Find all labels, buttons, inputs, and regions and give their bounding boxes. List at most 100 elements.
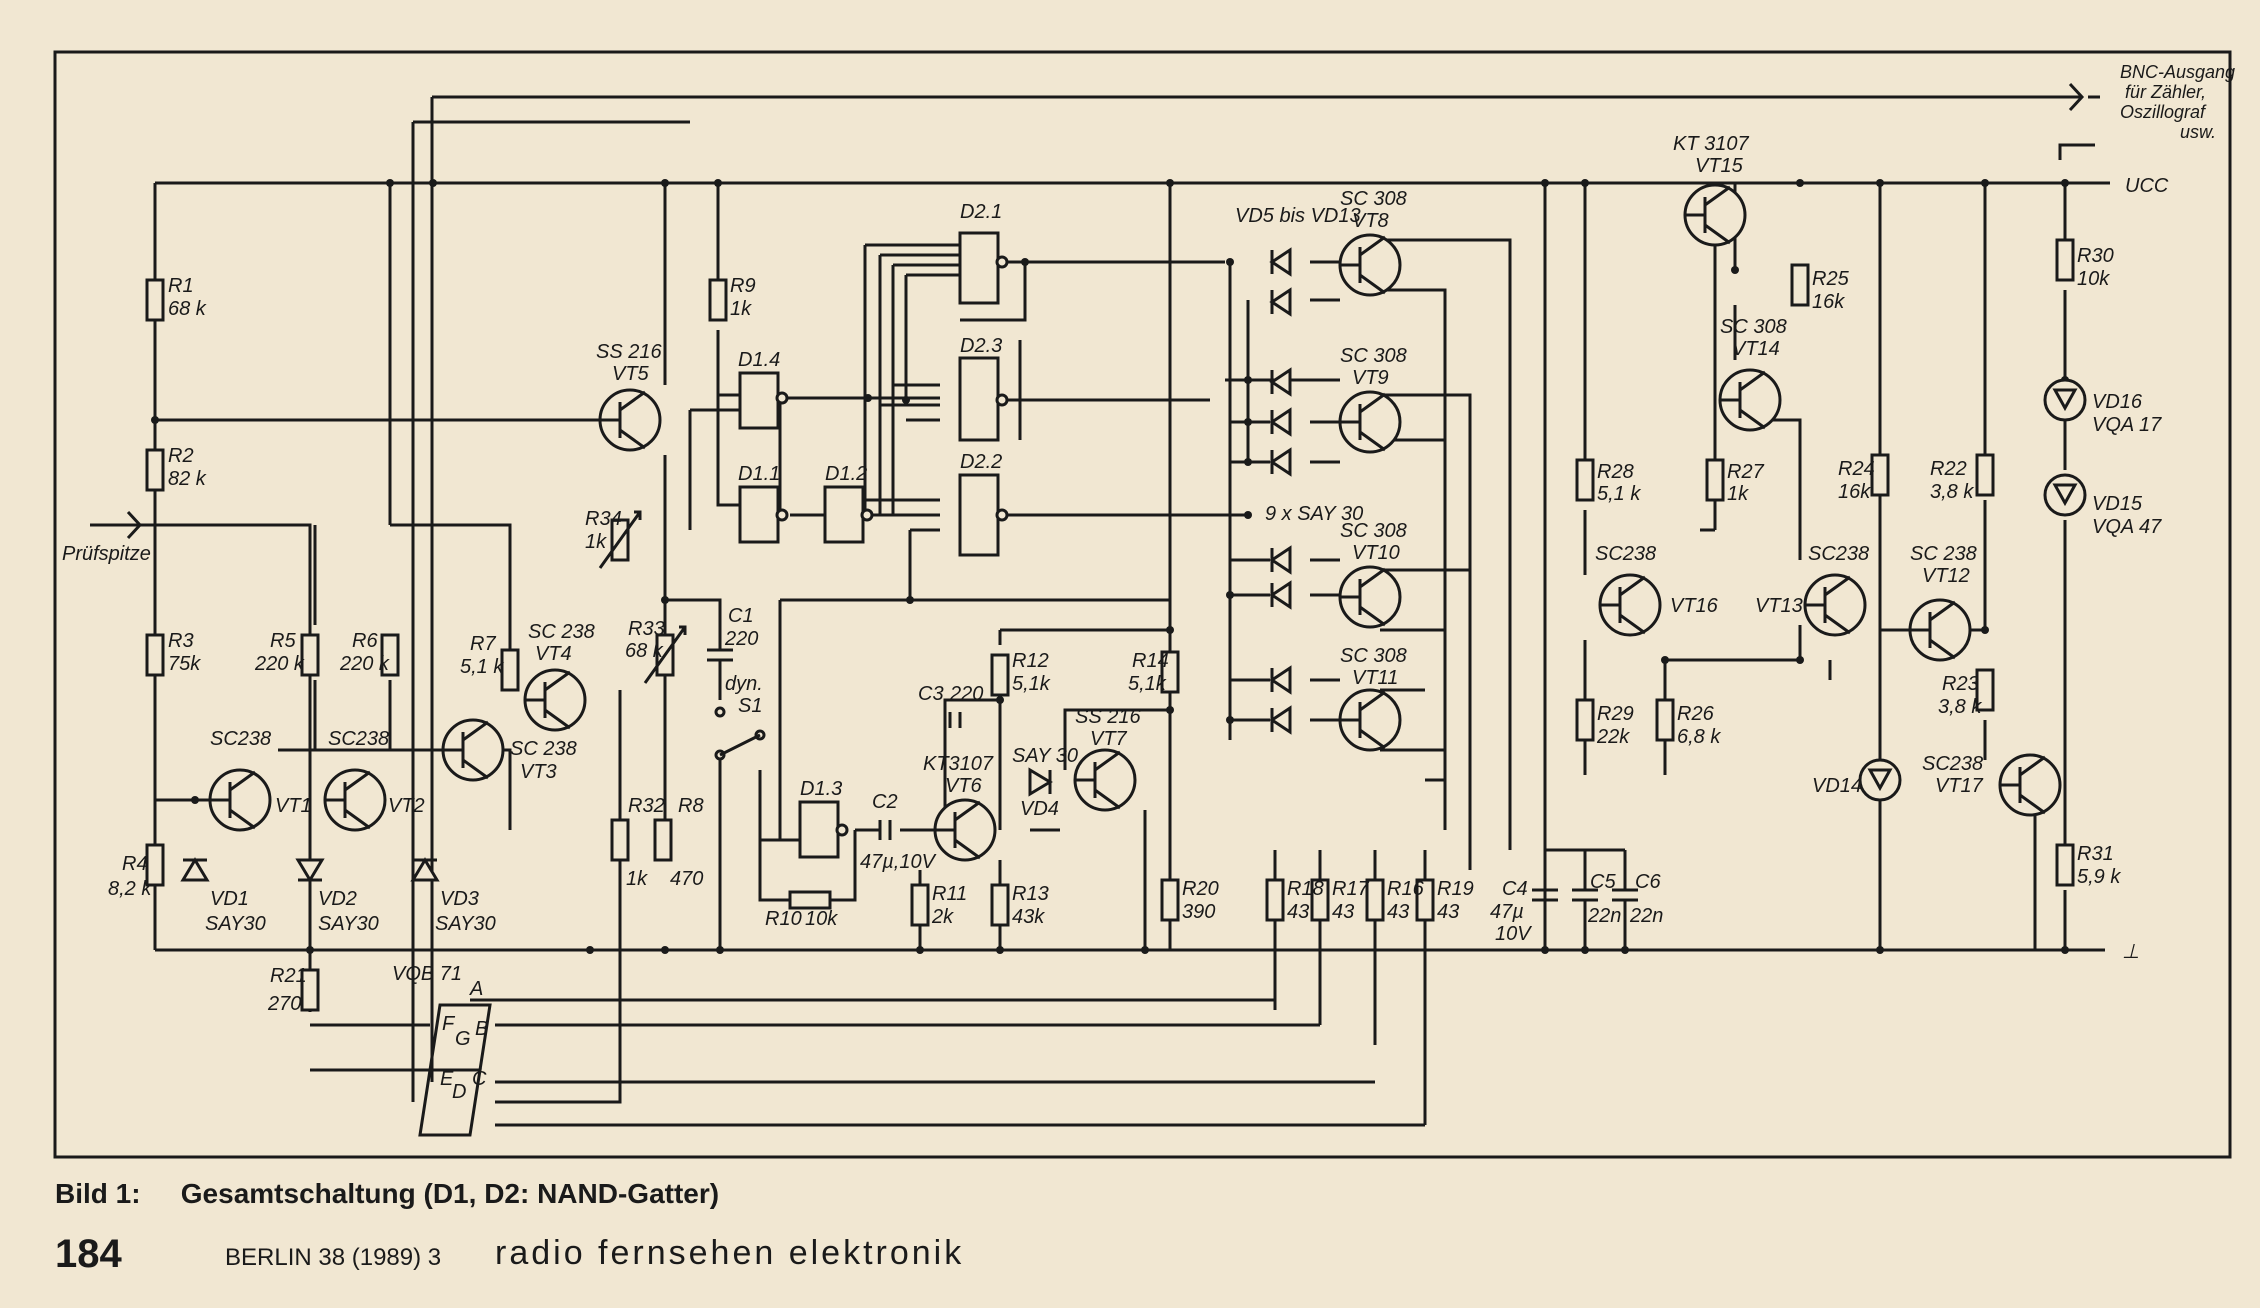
vt12-name: VT12 <box>1922 565 1970 587</box>
vd14-name: VD14 <box>1812 775 1862 797</box>
r25-name: R25 <box>1812 268 1850 290</box>
vt6-type: KT3107 <box>923 753 994 775</box>
gate-d23: D2.3 <box>960 335 1002 357</box>
r3-value: 75k <box>168 653 201 675</box>
r33-name: R33 <box>628 618 665 640</box>
ucc-label: UCC <box>2125 175 2169 197</box>
gate-d21: D2.2 <box>960 451 1002 473</box>
seg-g: G <box>455 1028 471 1050</box>
vd-range-label: VD5 bis VD13 <box>1235 205 1361 227</box>
r30-value: 10k <box>2077 268 2110 290</box>
r11-name: R11 <box>932 883 967 905</box>
vd3-type: SAY30 <box>435 913 496 935</box>
r1-name: R1 <box>168 275 194 297</box>
caption-number: Bild 1: <box>55 1178 141 1209</box>
r13-value: 43k <box>1012 906 1045 928</box>
vt6-name: VT6 <box>945 775 983 797</box>
r12-name: R12 <box>1012 650 1049 672</box>
vd3-name: VD3 <box>440 888 479 910</box>
r5-value: 220 k <box>254 653 305 675</box>
seg-e: E <box>440 1068 454 1090</box>
gate-d12: D1.2 <box>825 463 867 485</box>
bnc-label-4: usw. <box>2180 122 2216 142</box>
seg-f: F <box>442 1013 456 1035</box>
magazine-name: radio fernsehen elektronik <box>495 1234 965 1272</box>
gate-d22: D2.1 <box>960 201 1002 223</box>
r2-value: 82 k <box>168 468 207 490</box>
vd15-type: VQA 47 <box>2092 516 2162 538</box>
r10-value: 10k <box>805 908 838 930</box>
r28-value: 5,1 k <box>1597 483 1641 505</box>
c5-value: 22n <box>1587 905 1621 927</box>
vd1-name: VD1 <box>210 888 249 910</box>
vt10-type: SC 308 <box>1340 520 1407 542</box>
vt13-type: SC238 <box>1808 543 1869 565</box>
capacitor-symbols <box>707 600 1638 950</box>
r12-value: 5,1k <box>1012 673 1051 695</box>
vt4-name: VT4 <box>535 643 572 665</box>
vd4-name: VD4 <box>1020 798 1059 820</box>
vd2-name: VD2 <box>318 888 357 910</box>
r33-value: 68 k <box>625 640 664 662</box>
pruefspitze-label: Prüfspitze <box>62 543 151 565</box>
r9-name: R9 <box>730 275 756 297</box>
r30-name: R30 <box>2077 245 2114 267</box>
c4-value: 47µ <box>1490 901 1524 923</box>
caption-text: Gesamtschaltung (D1, D2: NAND-Gatter) <box>180 1178 720 1209</box>
r27-name: R27 <box>1727 461 1765 483</box>
switch-label-1: dyn. <box>725 673 763 695</box>
junctions <box>151 179 2069 954</box>
vd1-type: SAY30 <box>205 913 266 935</box>
r20-name: R20 <box>1182 878 1219 900</box>
r16-value: 43 <box>1387 901 1409 923</box>
vt17-name: VT17 <box>1935 775 1984 797</box>
r6-value: 220 k <box>339 653 390 675</box>
vt10-name: VT10 <box>1352 542 1400 564</box>
bnc-label-2: für Zähler, <box>2125 82 2206 102</box>
r27-value: 1k <box>1727 483 1749 505</box>
bnc-label-1: BNC-Ausgang <box>2120 62 2235 82</box>
r9-value: 1k <box>730 298 752 320</box>
r17-value: 43 <box>1332 901 1354 923</box>
r22-name: R22 <box>1930 458 1967 480</box>
r20-value: 390 <box>1182 901 1215 923</box>
c5-name: C5 <box>1590 871 1616 893</box>
c6-value: 22n <box>1629 905 1663 927</box>
issue-info: BERLIN 38 (1989) 3 <box>225 1244 442 1271</box>
r32-name: R32 <box>628 795 665 817</box>
vt5-name: VT5 <box>612 363 650 385</box>
diode-count-label: 9 x SAY 30 <box>1265 503 1363 525</box>
r11-value: 2k <box>931 906 954 928</box>
r5-name: R5 <box>270 630 296 652</box>
switch-label-2: S1 <box>738 695 762 717</box>
r34-name: R34 <box>585 508 622 530</box>
vt8-type: SC 308 <box>1340 188 1407 210</box>
r21-name: R21 <box>270 965 307 987</box>
vt9-name: VT9 <box>1352 367 1389 389</box>
r26-value: 6,8 k <box>1677 726 1721 748</box>
r8-value: 470 <box>670 868 703 890</box>
r25-value: 16k <box>1812 291 1845 313</box>
r28-name: R28 <box>1597 461 1634 483</box>
vt1-name: VT1 <box>275 795 312 817</box>
nand-gates <box>738 231 1009 859</box>
r18-name: R18 <box>1287 878 1324 900</box>
vt9-type: SC 308 <box>1340 345 1407 367</box>
r24-name: R24 <box>1838 458 1875 480</box>
c6-name: C6 <box>1635 871 1661 893</box>
vt16-type: SC238 <box>1595 543 1656 565</box>
c3-name: C3 <box>918 683 944 705</box>
c4-value2: 10V <box>1495 923 1532 945</box>
vd16-name: VD16 <box>2092 391 2143 413</box>
seg-a: A <box>469 978 483 1000</box>
vd15-name: VD15 <box>2092 493 2143 515</box>
r7-name: R7 <box>470 633 496 655</box>
vt13-name: VT13 <box>1755 595 1803 617</box>
r19-name: R19 <box>1437 878 1474 900</box>
r31-name: R31 <box>2077 843 2114 865</box>
display-label: VQB 71 <box>392 963 462 985</box>
r21-value: 270 <box>267 993 301 1015</box>
vt14-type: SC 308 <box>1720 316 1787 338</box>
r2-name: R2 <box>168 445 194 467</box>
c2-value: 47µ,10V <box>860 851 937 873</box>
